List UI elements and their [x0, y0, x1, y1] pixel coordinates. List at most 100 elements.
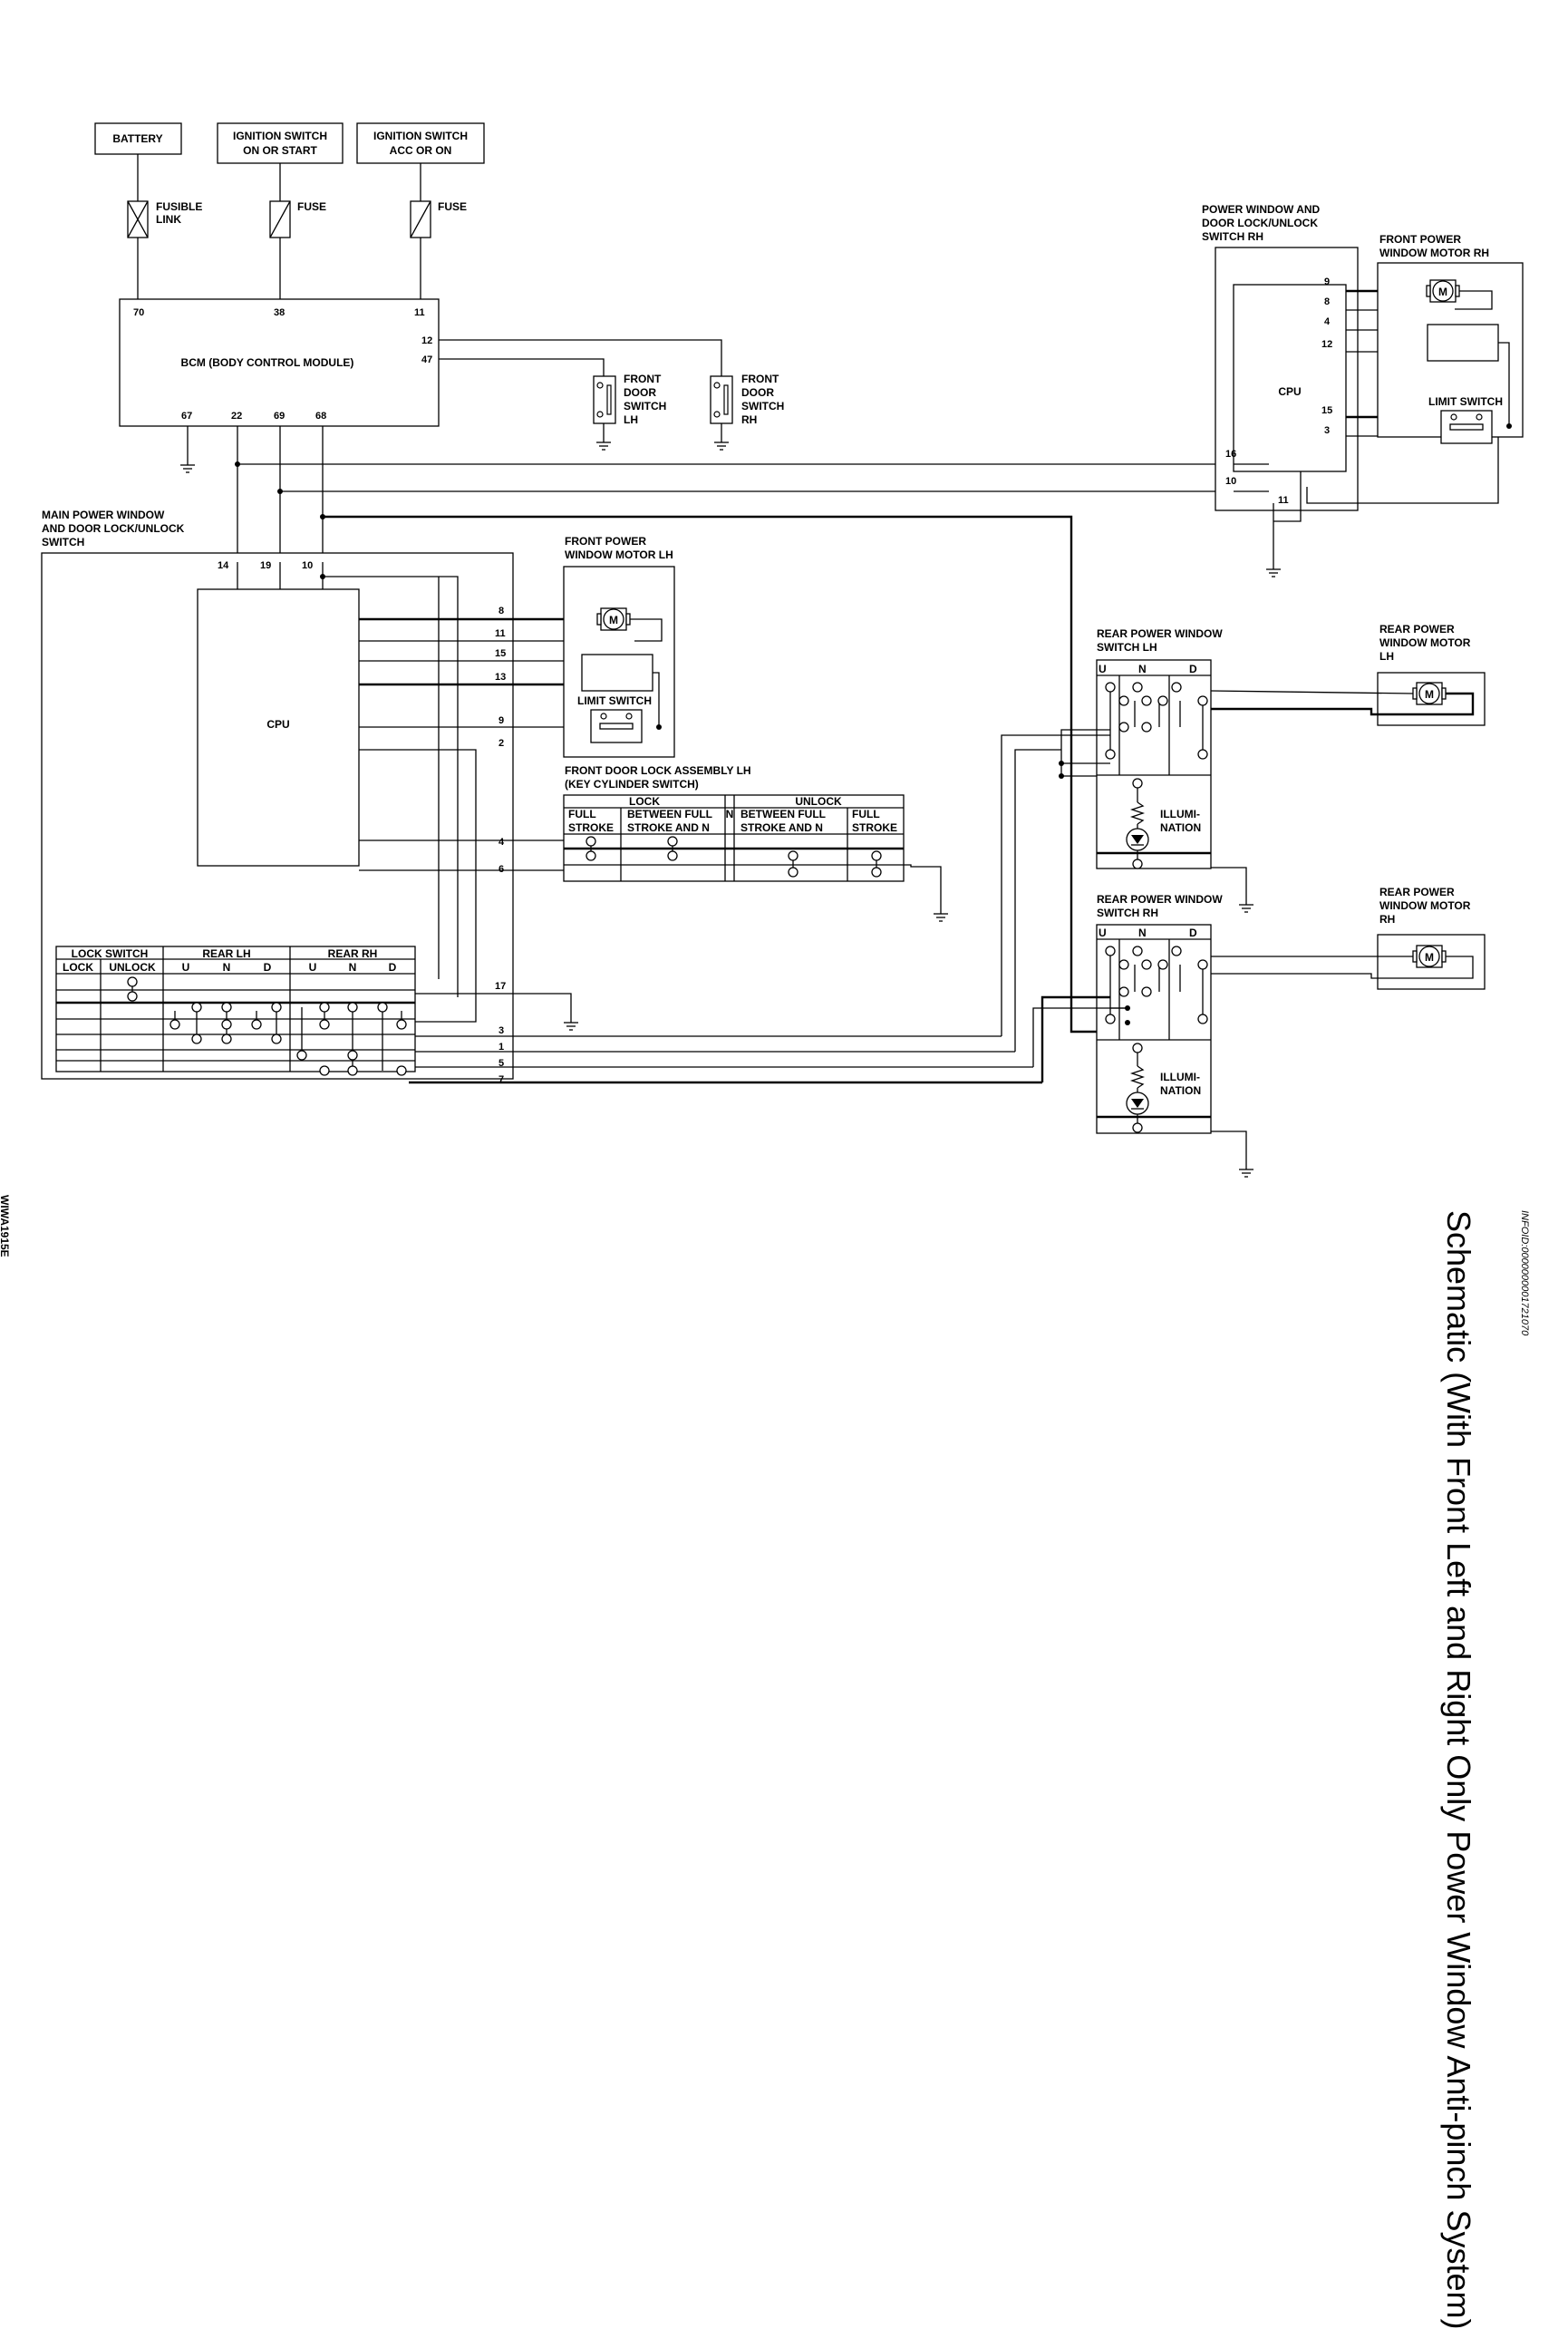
rh-switch-title: DOOR LOCK/UNLOCK — [1202, 217, 1318, 229]
motor-rh-title: WINDOW MOTOR RH — [1379, 247, 1489, 259]
lock-table-header: REAR RH — [328, 947, 378, 960]
lock-table-sub: D — [389, 961, 397, 974]
door-lock-full: FULL — [568, 808, 596, 820]
bcm-pin: 67 — [181, 411, 192, 422]
main-pin: 3 — [498, 1025, 504, 1036]
rh-pin: 12 — [1321, 339, 1332, 350]
motor-rh-title: FRONT POWER — [1379, 233, 1461, 246]
ground-symbol — [1265, 561, 1282, 577]
rear-rh-motor-title: WINDOW MOTOR — [1379, 899, 1471, 912]
front-door-switch-lh-label: SWITCH — [624, 400, 666, 412]
rear-rh-title: REAR POWER WINDOW — [1097, 893, 1223, 906]
door-lock-between: BETWEEN FULL — [627, 808, 712, 820]
rh-pin: 11 — [1278, 495, 1289, 506]
rh-switch-title: SWITCH RH — [1202, 230, 1263, 243]
rear-lh-col: N — [1138, 663, 1147, 675]
ground-symbol — [713, 434, 730, 451]
bcm-pin: 70 — [133, 307, 144, 318]
lock-table-sub: LOCK — [63, 961, 93, 974]
rear-rh-motor-title: REAR POWER — [1379, 886, 1455, 898]
fusible-link-symbol — [127, 200, 149, 238]
rear-rh-switch: U N D ILLUMI- NATION — [1096, 924, 1212, 1134]
rear-lh-title: REAR POWER WINDOW — [1097, 627, 1223, 640]
ignition-on-start-line2: ON OR START — [243, 144, 317, 157]
lock-table-sub: UNLOCK — [109, 961, 156, 974]
bcm-module: BCM (BODY CONTROL MODULE) 70 38 11 12 47… — [119, 298, 440, 427]
main-pin: 6 — [498, 864, 504, 875]
main-pin: 15 — [495, 648, 506, 659]
lock-table-sub: N — [223, 961, 231, 974]
bcm-pin: 38 — [274, 307, 285, 318]
ground-symbol — [1238, 1161, 1254, 1178]
front-door-switch-rh-label: FRONT — [741, 373, 779, 385]
main-pin: 5 — [498, 1058, 504, 1069]
main-pin: 11 — [495, 628, 506, 639]
main-cpu-label: CPU — [266, 718, 289, 731]
rear-rh-title: SWITCH RH — [1097, 907, 1158, 919]
lock-table-sub: U — [309, 961, 317, 974]
motor-lh-box: M LIMIT SWITCH — [563, 566, 675, 758]
main-pin: 7 — [498, 1074, 504, 1085]
rh-pin: 16 — [1225, 449, 1236, 460]
bcm-pin: 22 — [231, 411, 242, 422]
fusible-link-label-1: FUSIBLE — [156, 200, 202, 213]
front-door-switch-lh — [593, 375, 616, 451]
rear-lh-motor-title: LH — [1379, 650, 1394, 663]
rear-lh-title: SWITCH LH — [1097, 641, 1157, 654]
fuse-symbol-2 — [410, 200, 431, 238]
bcm-pin: 69 — [274, 411, 285, 422]
rear-rh-illum: NATION — [1160, 1084, 1201, 1097]
battery-box: BATTERY — [94, 122, 182, 155]
rh-pin: 8 — [1324, 296, 1330, 307]
rear-rh-illum: ILLUMI- — [1160, 1071, 1200, 1083]
fusible-link-label-2: LINK — [156, 213, 181, 226]
ground-symbol — [933, 906, 949, 922]
motor-rh-box: M LIMIT SWITCH — [1377, 262, 1524, 444]
rh-pin: 10 — [1225, 476, 1236, 487]
ground-symbol — [1238, 897, 1254, 913]
motor-rh-m: M — [1438, 286, 1447, 298]
rh-switch-module: CPU 9 8 4 12 15 3 16 10 11 — [1215, 247, 1359, 511]
rear-rh-col: N — [1138, 927, 1147, 939]
front-door-switch-lh-label: LH — [624, 413, 638, 426]
rear-lh-col: U — [1099, 663, 1107, 675]
motor-lh-limit-label: LIMIT SWITCH — [577, 694, 652, 707]
bcm-pin: 12 — [421, 335, 432, 346]
lock-table-sub: U — [182, 961, 190, 974]
rear-lh-switch: U N D ILLUMI- NATION — [1096, 659, 1212, 869]
front-door-switch-lh-label: FRONT — [624, 373, 662, 385]
main-switch-title: AND DOOR LOCK/UNLOCK — [42, 522, 185, 535]
lock-table-sub: N — [349, 961, 357, 974]
ignition-acc-on-box: IGNITION SWITCH ACC OR ON — [356, 122, 485, 164]
front-door-switch-rh-label: SWITCH — [741, 400, 784, 412]
door-lock-between: BETWEEN FULL — [740, 808, 826, 820]
rear-lh-motor-title: REAR POWER — [1379, 623, 1455, 636]
main-pin: 4 — [498, 837, 505, 848]
rear-rh-motor-m: M — [1425, 951, 1434, 964]
ground-symbol — [179, 457, 196, 473]
rear-rh-motor: M — [1377, 934, 1486, 990]
fuse-symbol-1 — [269, 200, 291, 238]
page-title: Schematic (With Front Left and Right Onl… — [1440, 1210, 1477, 2329]
lock-table-header: LOCK SWITCH — [72, 947, 149, 960]
rh-switch-title: POWER WINDOW AND — [1202, 203, 1321, 216]
door-lock-title: FRONT DOOR LOCK ASSEMBLY LH — [565, 764, 751, 777]
rh-pin: 9 — [1324, 277, 1330, 287]
motor-lh-title: FRONT POWER — [565, 535, 646, 548]
ground-symbol — [595, 434, 612, 451]
door-lock-title: (KEY CYLINDER SWITCH) — [565, 778, 699, 791]
main-pin: 14 — [218, 560, 229, 571]
door-lock-between: STROKE AND N — [740, 821, 823, 834]
main-pin: 9 — [498, 715, 504, 726]
motor-lh-title: WINDOW MOTOR LH — [565, 548, 673, 561]
door-lock-unlock: UNLOCK — [795, 795, 842, 808]
bcm-pin: 47 — [421, 354, 432, 365]
ignition-on-start-line1: IGNITION SWITCH — [233, 130, 327, 142]
main-switch-title: SWITCH — [42, 536, 84, 548]
motor-rh-limit-label: LIMIT SWITCH — [1428, 395, 1503, 408]
main-switch-title: MAIN POWER WINDOW — [42, 509, 165, 521]
lock-table-header: REAR LH — [202, 947, 250, 960]
main-pin: 17 — [495, 981, 506, 992]
ignition-acc-on-line1: IGNITION SWITCH — [373, 130, 468, 142]
door-lock-lock: LOCK — [629, 795, 660, 808]
